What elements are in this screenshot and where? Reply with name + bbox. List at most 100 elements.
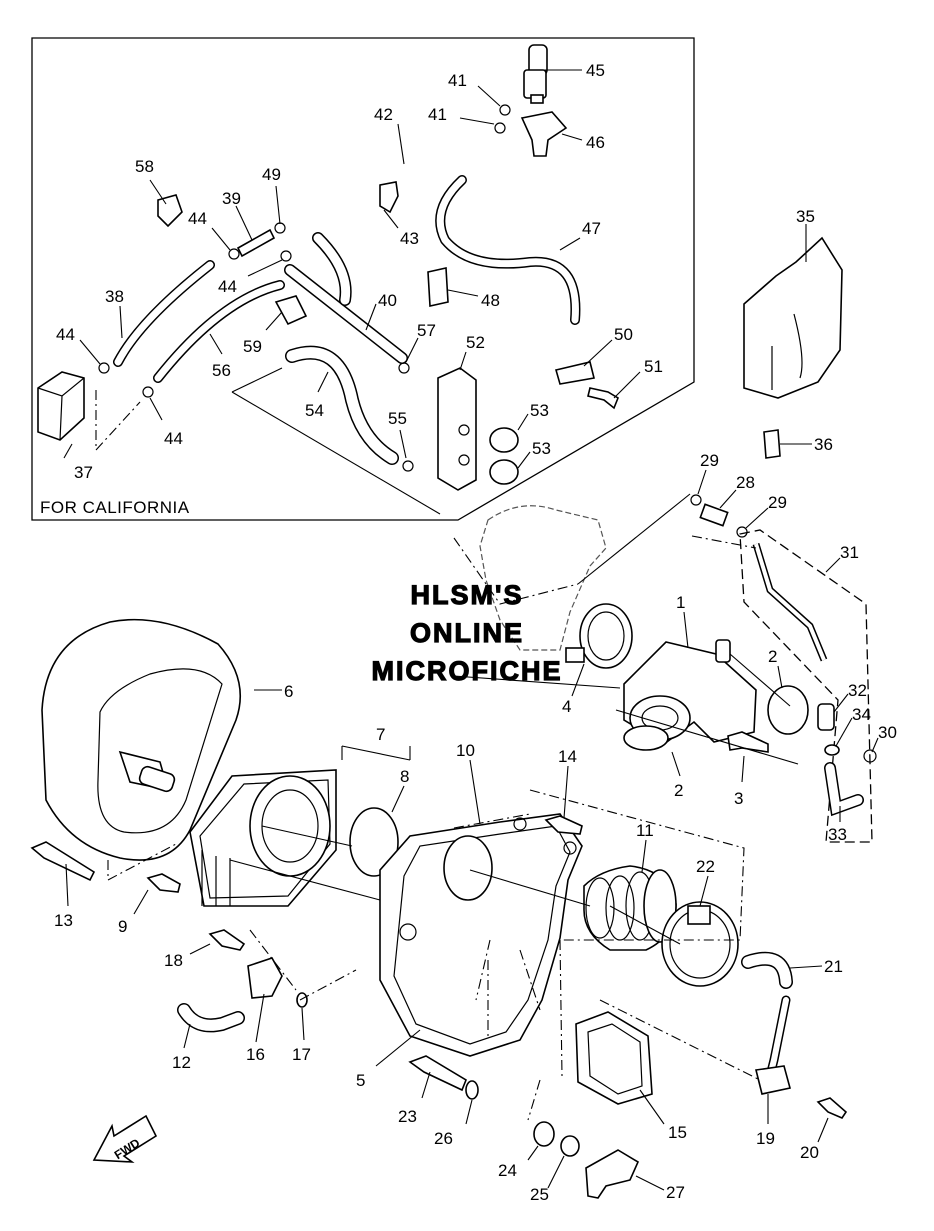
part-44-clip (228, 248, 240, 260)
label-58: 58 (135, 157, 154, 176)
construction-lines (107, 535, 799, 1121)
label-53b: 53 (532, 439, 551, 458)
part-7-element (189, 769, 337, 907)
part-34-clip (824, 744, 840, 756)
part-28-hose (699, 503, 729, 527)
part-6-cover (41, 618, 242, 861)
part-35-cover (743, 236, 843, 399)
label-30: 30 (878, 723, 897, 742)
part-23-bolt (408, 1055, 467, 1092)
part-36-bolt (763, 429, 781, 459)
label-44d: 44 (164, 429, 183, 448)
label-27: 27 (666, 1183, 685, 1202)
label-32: 32 (848, 681, 867, 700)
part-51-screw (587, 387, 619, 410)
label-45: 45 (586, 61, 605, 80)
label-23: 23 (398, 1107, 417, 1126)
label-31: 31 (840, 543, 859, 562)
label-6: 6 (284, 682, 293, 701)
label-10: 10 (456, 741, 475, 760)
part-39-tee (236, 228, 276, 258)
part-20-screw (816, 1097, 848, 1119)
label-43: 43 (400, 229, 419, 248)
main-labels: 1 2 2 3 4 5 6 7 8 9 10 11 12 13 14 15 16… (54, 207, 897, 1204)
label-21: 21 (824, 957, 843, 976)
part-8-oring (349, 807, 399, 877)
part-58-clip (157, 194, 183, 228)
label-57: 57 (417, 321, 436, 340)
label-17: 17 (292, 1045, 311, 1064)
label-5: 5 (356, 1071, 365, 1090)
label-4: 4 (562, 697, 571, 716)
label-55: 55 (388, 409, 407, 428)
part-49-clip (274, 222, 286, 234)
part-15-filter (575, 1011, 653, 1105)
part-57-clip (398, 362, 410, 374)
label-22: 22 (696, 857, 715, 876)
label-14: 14 (558, 747, 577, 766)
part-38-hose (114, 261, 214, 366)
label-26: 26 (434, 1129, 453, 1148)
part-46-holder (520, 111, 568, 157)
part-43-clamp (379, 181, 399, 214)
part-44-clip (98, 362, 110, 374)
part-16-fitting (247, 957, 283, 999)
label-46: 46 (586, 133, 605, 152)
label-39: 39 (222, 189, 241, 208)
label-49: 49 (262, 165, 281, 184)
part-44-clip (280, 250, 292, 262)
part-3-bolt (727, 731, 769, 753)
california-inset: FOR CALIFORNIA (31, 37, 695, 521)
label-13: 13 (54, 911, 73, 930)
part-50-clamp (555, 361, 595, 385)
label-33: 33 (828, 825, 847, 844)
part-53-grommet (489, 427, 519, 453)
label-51: 51 (644, 357, 663, 376)
label-47: 47 (582, 219, 601, 238)
label-44b: 44 (218, 277, 237, 296)
label-42: 42 (374, 105, 393, 124)
label-7: 7 (376, 725, 385, 744)
label-2b: 2 (674, 781, 683, 800)
part-40-hose (285, 265, 407, 363)
part-52-valve (437, 367, 477, 491)
part-41-clip (499, 104, 511, 116)
label-16: 16 (246, 1045, 265, 1064)
part-33-hose (825, 763, 863, 815)
part-59-clamp (274, 295, 308, 326)
label-20: 20 (800, 1143, 819, 1162)
label-12: 12 (172, 1053, 191, 1072)
part-14-screw (544, 815, 583, 835)
label-50: 50 (614, 325, 633, 344)
label-38: 38 (105, 287, 124, 306)
part-27-bracket (585, 1149, 640, 1199)
part-44-clip (142, 386, 154, 398)
part-9-screw (146, 873, 181, 893)
label-35: 35 (796, 207, 815, 226)
label-44a: 44 (188, 209, 207, 228)
inset-parts (37, 44, 619, 491)
part-10-case (379, 813, 583, 1057)
part-13-bolt (30, 841, 96, 882)
part-21-hose (742, 953, 792, 988)
label-59: 59 (243, 337, 262, 356)
part-55-clip (402, 460, 414, 472)
label-9: 9 (118, 917, 127, 936)
part-12-hose (178, 1004, 244, 1031)
main-parts (30, 236, 877, 1199)
label-34: 34 (852, 705, 871, 724)
part-22-band (661, 901, 739, 987)
part-47-hose (436, 176, 579, 324)
label-1: 1 (676, 593, 685, 612)
part-56-hose (154, 281, 284, 382)
label-54: 54 (305, 401, 324, 420)
label-40: 40 (378, 291, 397, 310)
carburetor-ghost (453, 493, 691, 651)
label-2a: 2 (768, 647, 777, 666)
label-29b: 29 (768, 493, 787, 512)
part-45-valve (523, 44, 548, 104)
part-19-pipe (767, 997, 789, 1079)
label-41b: 41 (428, 105, 447, 124)
part-18-screw (208, 929, 246, 951)
